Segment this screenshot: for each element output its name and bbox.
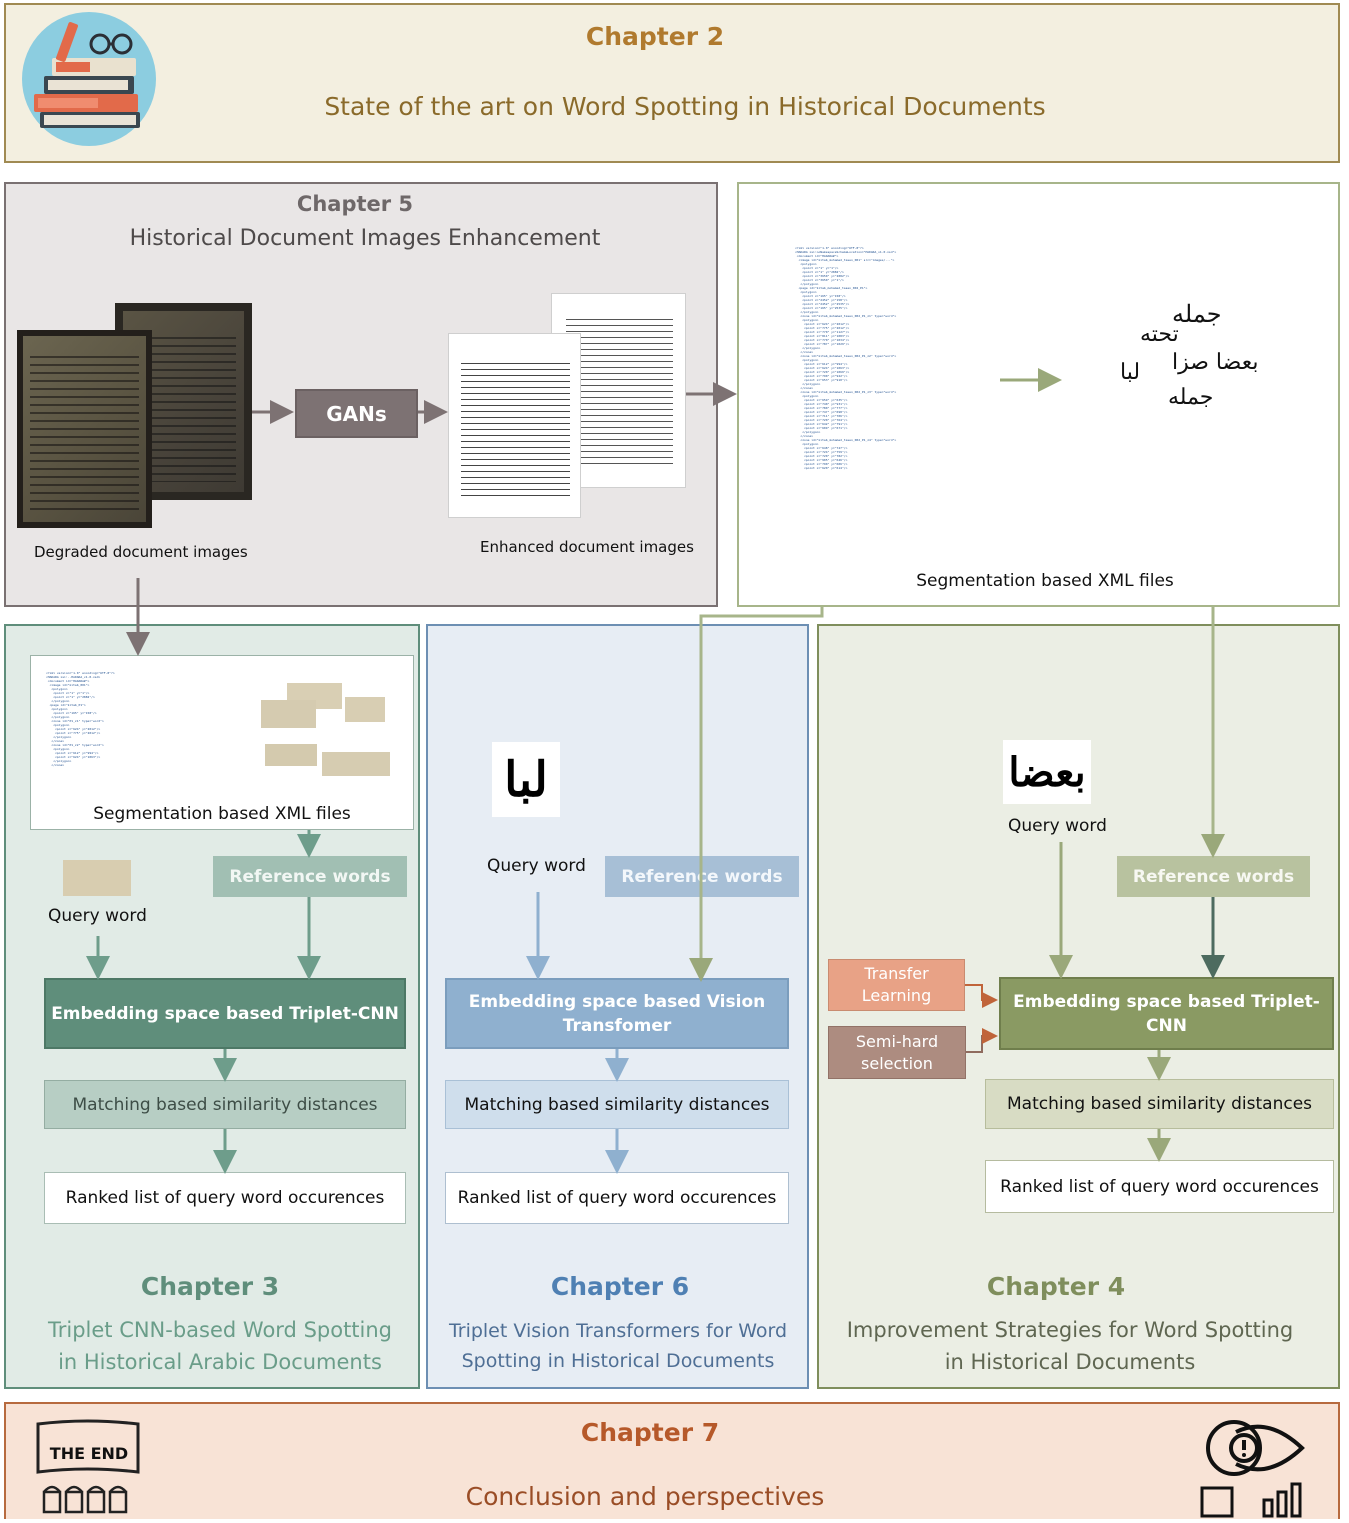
chapter7-number: Chapter 7 xyxy=(580,1418,720,1447)
chapter4-title-line1: Improvement Strategies for Word Spotting xyxy=(846,1318,1294,1342)
chapter4-query-image: بعضا xyxy=(1003,740,1091,804)
degraded-caption: Degraded document images xyxy=(34,543,248,561)
gans-box: GANs xyxy=(295,389,418,438)
chapter5-number: Chapter 5 xyxy=(296,192,414,216)
chapter6-embedding-line1: Embedding space based Vision xyxy=(468,991,766,1012)
chapter7-title: Conclusion and perspectives xyxy=(465,1482,825,1511)
chapter2-panel xyxy=(4,3,1340,163)
analysis-icon xyxy=(1192,1410,1312,1519)
chapter4-query-glyph: بعضا xyxy=(1008,748,1086,796)
word-crop-2 xyxy=(261,700,316,728)
chapter6-title-line1: Triplet Vision Transformers for Word xyxy=(448,1320,788,1342)
chapter3-matching-box: Matching based similarity distances xyxy=(44,1080,406,1129)
chapter4-embedding-box: Embedding space based Triplet- CNN xyxy=(999,977,1334,1050)
chapter2-number: Chapter 2 xyxy=(585,22,725,51)
chapter3-query-image xyxy=(63,860,131,896)
chapter4-semihard-selection: Semi-hard selection xyxy=(828,1026,966,1079)
chapter4-reference-words: Reference words xyxy=(1117,856,1310,897)
chapter4-query-label: Query word xyxy=(1008,816,1107,836)
chapter7-panel xyxy=(4,1402,1340,1519)
chapter6-query-label: Query word xyxy=(487,856,586,876)
xml-panel xyxy=(737,182,1340,607)
chapter3-query-label: Query word xyxy=(48,906,147,926)
chapter6-number: Chapter 6 xyxy=(550,1272,690,1301)
chapter3-ranked-box: Ranked list of query word occurences xyxy=(44,1172,406,1224)
chapter6-title-line2: Spotting in Historical Documents xyxy=(461,1350,775,1372)
xml-panel-caption: Segmentation based XML files xyxy=(916,571,1174,591)
xml-listing: <?xml version="1.0" encoding="UTF-8"?> <… xyxy=(795,246,897,470)
chapter6-query-glyph: لبا xyxy=(504,751,548,808)
chapter3-xml-caption: Segmentation based XML files xyxy=(93,804,351,824)
degraded-document-image-front xyxy=(17,330,152,528)
arabic-word-4: لبا xyxy=(1120,360,1141,385)
chapter4-number: Chapter 4 xyxy=(986,1272,1126,1301)
transfer-line1: Transfer xyxy=(864,964,929,983)
word-crop-5 xyxy=(322,752,390,776)
chapter6-reference-words: Reference words xyxy=(605,856,799,897)
word-crop-4 xyxy=(265,744,317,766)
chapter6-embedding-box: Embedding space based Vision Transfomer xyxy=(445,978,789,1049)
chapter5-title: Historical Document Images Enhancement xyxy=(129,226,601,251)
chapter6-embedding-line2: Transfomer xyxy=(562,1015,672,1036)
chapter3-title-line2: in Historical Arabic Documents xyxy=(58,1350,382,1374)
chapter4-embedding-line2: CNN xyxy=(1146,1015,1187,1036)
enhanced-document-image-front xyxy=(448,333,581,518)
arabic-word-2: تحته xyxy=(1140,322,1179,347)
chapter4-ranked-box: Ranked list of query word occurences xyxy=(985,1160,1334,1213)
semihard-line2: selection xyxy=(861,1053,933,1073)
chapter3-xml-listing: <?xml version="1.0" encoding="UTF-8"?> <… xyxy=(46,671,115,767)
the-end-icon xyxy=(30,1416,145,1519)
chapter6-query-image: لبا xyxy=(492,742,560,817)
enhanced-document-image-back xyxy=(551,293,686,488)
chapter3-reference-words: Reference words xyxy=(213,856,407,897)
arabic-word-5: جمله xyxy=(1168,385,1214,410)
arabic-word-3: بعضا صزا xyxy=(1172,350,1259,375)
arabic-word-1: جمله xyxy=(1172,300,1222,328)
chapter4-embedding-line1: Embedding space based Triplet- xyxy=(1013,991,1320,1012)
chapter4-transfer-learning: Transfer Learning xyxy=(828,959,965,1011)
chapter3-title-line1: Triplet CNN-based Word Spotting xyxy=(47,1318,393,1342)
chapter4-matching-box: Matching based similarity distances xyxy=(985,1079,1334,1129)
enhanced-caption: Enhanced document images xyxy=(480,538,694,556)
books-illustration xyxy=(22,12,157,147)
chapter3-embedding-box: Embedding space based Triplet-CNN xyxy=(44,978,406,1049)
chapter4-title-line2: in Historical Documents xyxy=(944,1350,1196,1374)
chapter3-number: Chapter 3 xyxy=(140,1272,280,1301)
transfer-line2: Learning xyxy=(861,986,932,1005)
chapter3-xml-box xyxy=(30,655,414,830)
chapter6-ranked-box: Ranked list of query word occurences xyxy=(445,1172,789,1224)
the-end-text: THE END xyxy=(49,1444,129,1463)
chapter2-title: State of the art on Word Spotting in His… xyxy=(324,92,1046,121)
chapter6-matching-box: Matching based similarity distances xyxy=(445,1080,789,1129)
word-crop-3 xyxy=(345,697,385,722)
semihard-line1: Semi-hard xyxy=(855,1031,939,1051)
